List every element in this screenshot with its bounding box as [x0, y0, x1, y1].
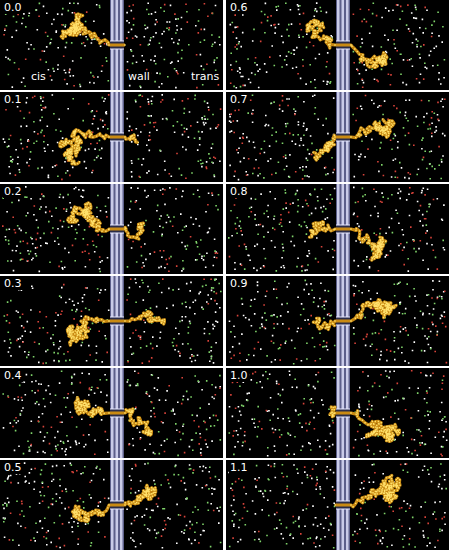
- polymer-beads: [75, 396, 153, 436]
- polymer-chain: [60, 130, 138, 165]
- region-label: wall: [127, 71, 151, 83]
- panel-background: [0, 368, 223, 458]
- panel-background: [226, 276, 449, 366]
- panel-background: [226, 0, 449, 90]
- polymer-chain: [73, 485, 156, 521]
- time-label: 1.0: [229, 370, 249, 382]
- time-label: 0.8: [229, 186, 249, 198]
- snapshot-panel: [0, 460, 223, 550]
- time-label: 0.5: [3, 462, 23, 474]
- panel-background: [0, 184, 223, 274]
- polymer-beads: [72, 485, 157, 522]
- solvent-particles: [229, 187, 438, 272]
- time-label: 0.3: [3, 278, 23, 290]
- time-label: 0.0: [3, 2, 23, 14]
- polymer-chain: [310, 222, 386, 261]
- snapshot-panel: [226, 276, 449, 366]
- time-label: 0.4: [3, 370, 23, 382]
- panel-background: [0, 460, 223, 550]
- panel-background: [0, 0, 223, 90]
- polymer-beads: [313, 299, 397, 330]
- polymer-beads: [59, 129, 139, 165]
- polymer-beads: [61, 13, 126, 46]
- time-label: 0.6: [229, 2, 249, 14]
- polymer-chain: [335, 476, 400, 507]
- time-label: 0.7: [229, 94, 249, 106]
- panel-background: [226, 184, 449, 274]
- time-label: 0.2: [3, 186, 23, 198]
- panel-background: [0, 276, 223, 366]
- time-label: 0.9: [229, 278, 249, 290]
- polymer-beads: [306, 20, 387, 69]
- panel-background: [226, 368, 449, 458]
- polymer-beads: [67, 202, 144, 240]
- snapshot-panel: [0, 276, 223, 366]
- snapshot-panel: [0, 184, 223, 274]
- snapshot-panel: [226, 0, 449, 90]
- snapshot-panel: [226, 368, 449, 458]
- polymer-chain: [75, 397, 151, 435]
- snapshot-panel: [226, 92, 449, 182]
- solvent-particles: [230, 4, 433, 88]
- snapshot-panel: [0, 0, 223, 90]
- polymer-beads: [312, 118, 395, 160]
- snapshot-panel: [226, 184, 449, 274]
- polymer-beads: [309, 221, 387, 261]
- time-label: 0.1: [3, 94, 23, 106]
- polymer-beads: [334, 475, 400, 508]
- polymer-chain: [329, 407, 399, 442]
- polymer-chain: [68, 203, 144, 239]
- polymer-beads: [67, 311, 165, 346]
- panel-background: [226, 460, 449, 550]
- polymer-chain: [61, 14, 125, 45]
- polymer-chain: [313, 300, 396, 330]
- time-label: 1.1: [229, 462, 249, 474]
- region-label: trans: [190, 71, 220, 83]
- polymer-chain: [313, 119, 394, 160]
- snapshot-panel: [226, 460, 449, 550]
- snapshot-panel: [0, 92, 223, 182]
- region-label: cis: [30, 71, 47, 83]
- polymer-beads: [329, 406, 400, 442]
- polymer-chain: [307, 20, 387, 67]
- snapshot-panel: [0, 368, 223, 458]
- panel-background: [0, 92, 223, 182]
- panel-background: [226, 92, 449, 182]
- polymer-chain: [67, 312, 164, 346]
